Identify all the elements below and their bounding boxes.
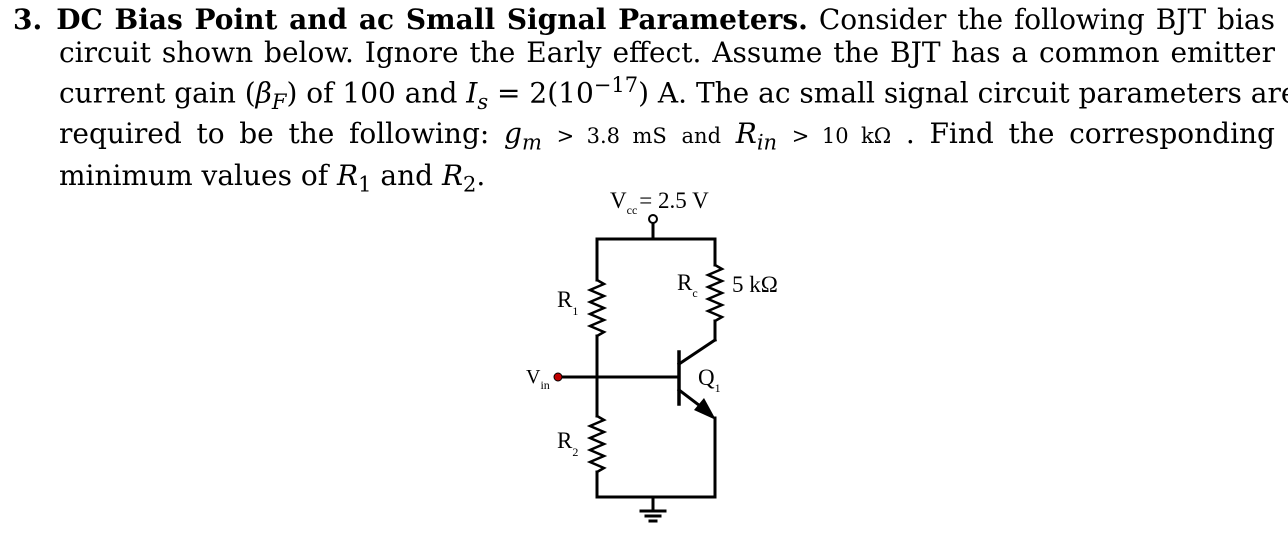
problem-heading: DC Bias Point and ac Small Signal Parame… <box>56 3 808 36</box>
q1-collector <box>676 337 718 367</box>
rin-subscript: in <box>756 131 778 156</box>
is-symbol: I <box>466 76 478 110</box>
problem-line-3: current gain (βF) of 100 and Is = 2(10−1… <box>13 69 1288 118</box>
rc-resistor <box>704 263 726 323</box>
problem-text: minimum values of <box>59 158 329 192</box>
problem-line-2: circuit shown below. Ignore the Early ef… <box>13 35 1275 70</box>
problem-line-1: 3. DC Bias Point and ac Small Signal Para… <box>13 3 1275 37</box>
is-value: = 2(10 <box>497 76 594 110</box>
beta-symbol: β <box>255 76 272 110</box>
gm-condition: > 3.8 mS <box>556 124 667 149</box>
rc-label: Rc <box>677 270 698 300</box>
q1-label: Q1 <box>698 365 721 395</box>
r2-symbol: R <box>441 158 464 192</box>
rc-value: 5 kΩ <box>732 272 778 297</box>
is-exponent: −17 <box>593 73 639 97</box>
problem-text: ) A. The ac small signal circuit paramet… <box>638 76 1288 110</box>
emitter-arrow-icon <box>694 398 716 420</box>
problem-text: current gain ( <box>59 76 256 110</box>
problem-text: circuit shown below. Ignore the Early ef… <box>59 35 1275 69</box>
and-word: and <box>681 124 722 149</box>
problem-text: ) of 100 and <box>286 76 458 110</box>
is-subscript: s <box>477 89 489 114</box>
rin-condition: > 10 kΩ <box>791 124 892 149</box>
vin-label: Vin <box>526 366 550 392</box>
bjt-bias-circuit: Vcc= 2.5 V R1 R2 Rc 5 kΩ Q1 Vin <box>526 188 778 523</box>
r2-subscript: 2 <box>463 172 477 197</box>
problem-line-5: minimum values of R1 and R2. <box>13 158 1275 201</box>
problem-statement: 3. DC Bias Point and ac Small Signal Para… <box>13 3 1288 201</box>
r2-resistor <box>586 414 608 474</box>
vcc-label: Vcc= 2.5 V <box>610 188 709 217</box>
vin-terminal-icon <box>553 372 563 382</box>
r1-subscript: 1 <box>358 172 372 197</box>
problem-text: and <box>380 158 434 192</box>
problem-text: . Find the corresponding <box>905 117 1275 151</box>
beta-subscript: F <box>271 89 287 114</box>
problem-text: . <box>476 158 486 192</box>
problem-text: Consider the following BJT bias <box>818 3 1275 36</box>
gm-subscript: m <box>521 131 542 156</box>
vcc-terminal-icon <box>648 214 658 224</box>
rin-symbol: R <box>735 117 757 151</box>
problem-text: required to be the following: <box>59 117 490 151</box>
problem-number: 3. <box>13 3 43 36</box>
r1-symbol: R <box>337 158 359 192</box>
r1-label: R1 <box>557 287 578 318</box>
r1-resistor <box>586 278 608 338</box>
problem-line-4: required to be the following: gm > 3.8 m… <box>13 118 1275 159</box>
gm-symbol: g <box>504 117 522 151</box>
r2-label: R2 <box>557 428 578 459</box>
